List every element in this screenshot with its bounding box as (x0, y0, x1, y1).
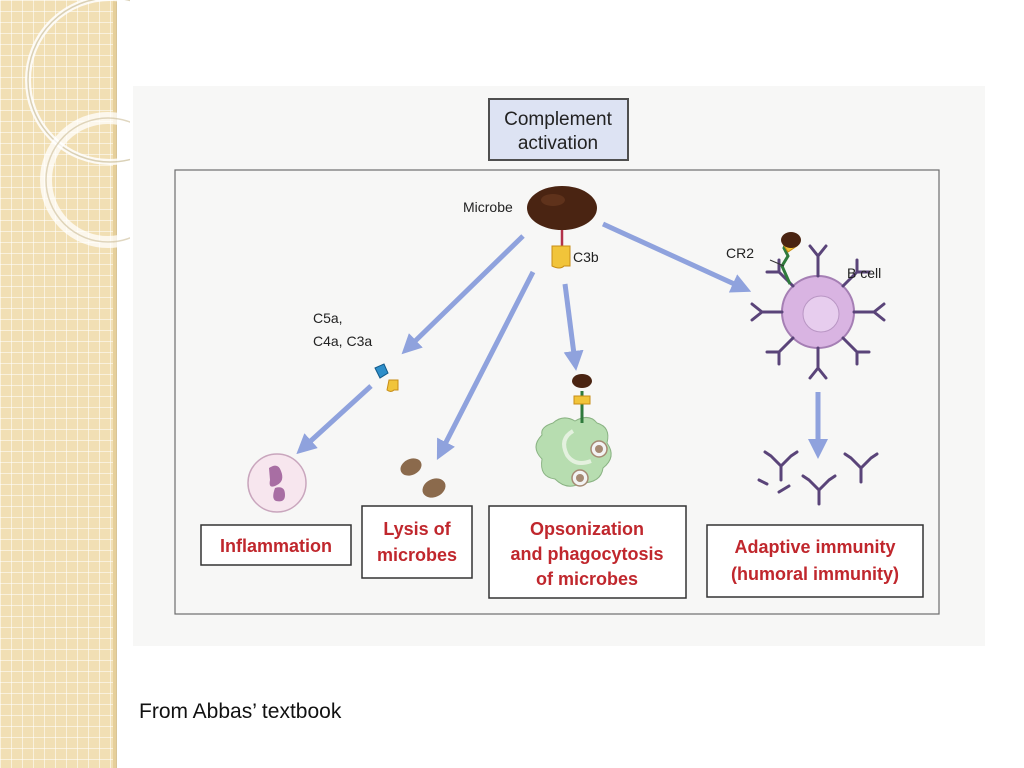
arrow-to-b-cell (601, 221, 752, 293)
arrow-to-anaphylatoxins (401, 234, 525, 355)
microbe-label: Microbe (463, 199, 513, 215)
title-box: Complement activation (488, 98, 629, 161)
outcome-box-inflammation: Inflammation (200, 524, 352, 566)
complement-diagram: Complement activation Microbe C3b C5a, C… (174, 98, 940, 615)
arrow-to-lysis (436, 270, 536, 461)
c3a-fragment (386, 379, 399, 392)
diagram-frame (174, 169, 940, 615)
outcome-lysis-line-1: Lysis of (383, 519, 451, 539)
c3b-fragment (551, 245, 571, 269)
source-caption: From Abbas’ textbook (139, 700, 342, 723)
title-line-1: Complement (504, 109, 612, 130)
c3b-label: C3b (573, 249, 599, 265)
neutrophil-cell (247, 453, 307, 513)
diagram-arrows (296, 221, 828, 461)
outcome-lysis-line-2: microbes (377, 545, 457, 565)
outcome-adaptive-line-2: (humoral immunity) (731, 564, 899, 584)
arrow-to-inflammation (296, 384, 373, 455)
arrow-to-opsonization (562, 283, 584, 371)
b-cell (750, 244, 886, 380)
outcome-opsonization-line-2: and phagocytosis (510, 544, 663, 564)
outcome-opsonization-line-3: of microbes (536, 569, 638, 589)
macrophage-cell (535, 374, 612, 487)
lysed-microbe (422, 478, 446, 498)
c5a-fragment (374, 363, 389, 379)
microbe (527, 186, 597, 246)
outcome-box-adaptive: Adaptive immunity (humoral immunity) (706, 524, 924, 598)
outcome-opsonization-line-1: Opsonization (530, 519, 644, 539)
decorative-rings (25, 0, 130, 248)
outcome-inflammation: Inflammation (220, 536, 332, 556)
figure-panel: Complement activation Microbe C3b C5a, C… (133, 86, 985, 646)
b-cell-label: B cell (847, 265, 881, 281)
outcome-box-opsonization: Opsonization and phagocytosis of microbe… (488, 505, 687, 599)
cr2-label: CR2 (726, 245, 754, 261)
lysed-microbe (400, 458, 422, 476)
title-line-2: activation (518, 133, 598, 154)
outcome-adaptive-line-1: Adaptive immunity (734, 537, 895, 557)
outcome-box-lysis: Lysis of microbes (361, 505, 473, 579)
slide-sidebar-pattern (0, 0, 117, 768)
anaphylatoxins-label-line-1: C5a, (313, 310, 343, 326)
secreted-antibodies (757, 450, 879, 506)
anaphylatoxins-label-line-2: C4a, C3a (313, 333, 372, 349)
cr2-receptor (769, 232, 801, 285)
